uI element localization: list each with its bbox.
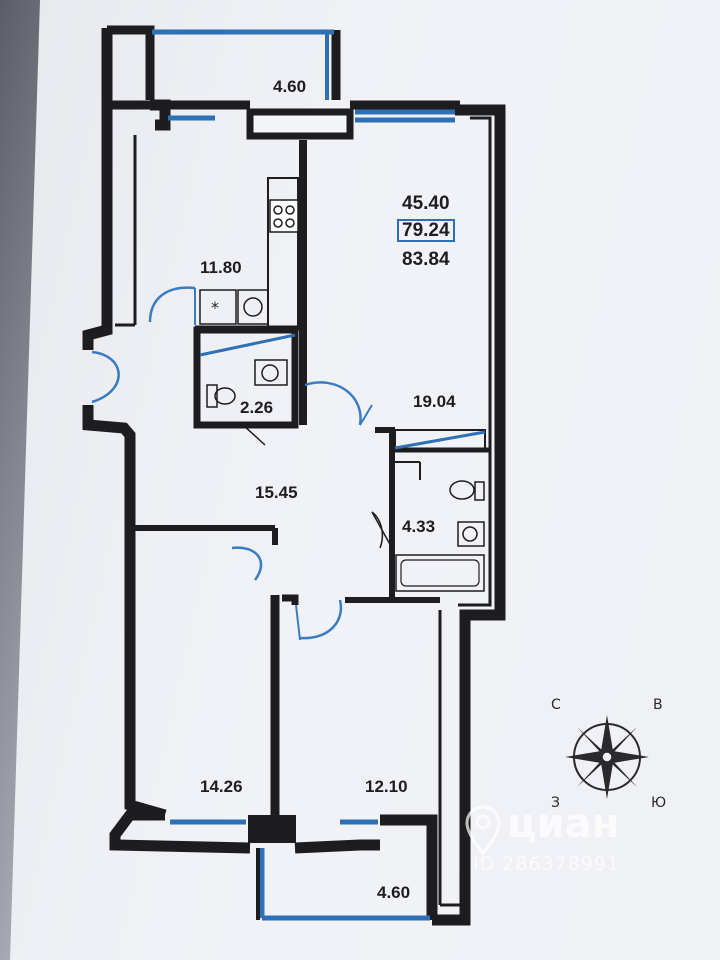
bedroom-right-door-arc: [299, 599, 343, 640]
balcony-top: [107, 25, 341, 100]
paper-sheet: [10, 0, 720, 960]
balcony-top-area: 4.60: [273, 77, 307, 96]
wc-room: [193, 326, 299, 429]
top-wall-pier: [246, 108, 354, 140]
watermark-brand: циан: [507, 801, 620, 847]
bath-sink: [457, 521, 485, 547]
entry-door-arc: [91, 350, 120, 404]
watermark-id: ID 286378991: [473, 853, 621, 875]
compass-south: Ю: [651, 795, 667, 811]
bedroom-left-area: 14.26: [200, 777, 243, 796]
kitchen-door-arc: [148, 286, 196, 323]
living-wardrobe: [394, 429, 486, 451]
bedroom-right-area: 12.10: [365, 777, 408, 796]
outer-walls: [82, 28, 506, 926]
balcony-bottom-area: 4.60: [377, 883, 411, 902]
stove: [269, 199, 299, 233]
kitchen-sink: [237, 289, 269, 325]
bottom-windows: [170, 819, 430, 921]
living-area-total: 45.40: [402, 193, 450, 214]
bathtub: [395, 554, 485, 592]
compass-west: З: [551, 795, 560, 811]
hallway-area: 15.45: [255, 483, 298, 502]
boiler-icon: *: [211, 298, 219, 317]
total-area: 79.24: [397, 219, 455, 242]
compass-north: С: [551, 697, 561, 713]
watermark: циан ID 286378991: [465, 795, 685, 880]
compass-east: В: [653, 697, 663, 713]
living-door-arc: [304, 381, 362, 426]
compass: С В З Ю: [545, 695, 670, 820]
cian-logo-icon: [465, 805, 501, 855]
bath-toilet: [449, 480, 475, 500]
wc-toilet: [206, 384, 218, 408]
bedroom-left-door-arc: [231, 546, 263, 581]
wc-area: 2.26: [240, 398, 274, 417]
compass-rose-icon: [565, 715, 649, 799]
total-area-with-balconies: 83.84: [402, 249, 450, 270]
bottom-wall-pier: [248, 815, 296, 843]
bathroom-area: 4.33: [402, 517, 436, 536]
kitchen-area: 11.80: [200, 258, 242, 277]
wc-sink: [254, 359, 288, 386]
top-windows: [168, 109, 455, 123]
living-room-area: 19.04: [413, 392, 456, 411]
